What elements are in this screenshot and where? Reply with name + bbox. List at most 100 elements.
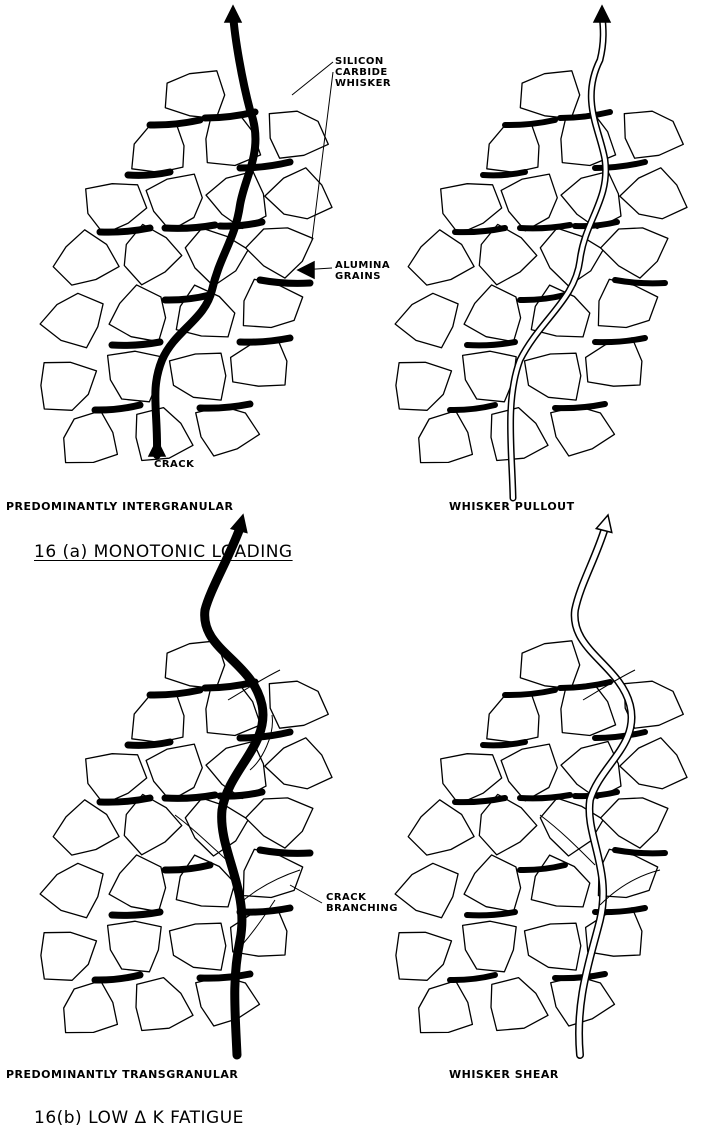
alumina-grain bbox=[109, 285, 166, 342]
whisker-segment bbox=[112, 342, 160, 345]
alumina-grain bbox=[531, 855, 590, 907]
caption-intergranular: PREDOMINANTLY INTERGRANULAR bbox=[6, 500, 234, 513]
whisker-segment bbox=[95, 975, 140, 980]
caption-whisker-shear: WHISKER SHEAR bbox=[449, 1068, 559, 1081]
whisker-segment bbox=[575, 222, 617, 226]
alumina-grain bbox=[624, 111, 683, 158]
whisker-segment bbox=[95, 405, 140, 410]
alumina-grain bbox=[265, 168, 332, 219]
alumina-grain bbox=[491, 978, 548, 1031]
alumina-grain bbox=[396, 932, 452, 980]
alumina-grain bbox=[540, 228, 603, 286]
crack-arrow-icon bbox=[231, 515, 247, 532]
whisker-segment bbox=[450, 405, 495, 410]
leader-line bbox=[312, 72, 333, 240]
alumina-grain bbox=[395, 293, 458, 348]
whisker-segment bbox=[595, 338, 645, 342]
alumina-grain bbox=[501, 174, 557, 231]
alumina-grain bbox=[64, 981, 118, 1033]
alumina-grain bbox=[419, 981, 473, 1033]
label-silicon-carbide-whisker: SILICON CARBIDE WHISKER bbox=[335, 56, 391, 89]
alumina-grain bbox=[463, 921, 517, 972]
whisker-segment bbox=[450, 975, 495, 980]
alumina-grain bbox=[408, 800, 474, 855]
alumina-grain bbox=[265, 738, 332, 789]
alumina-grain bbox=[501, 744, 557, 801]
alumina-grain bbox=[620, 738, 687, 789]
whisker-segment bbox=[467, 342, 515, 345]
whisker-segment bbox=[112, 912, 160, 915]
whisker-segment bbox=[165, 795, 215, 798]
alumina-grain bbox=[586, 338, 642, 386]
whisker-segment bbox=[505, 690, 555, 695]
alumina-grain bbox=[136, 408, 193, 461]
whisker-segment bbox=[128, 172, 170, 175]
whisker-arrow-icon bbox=[596, 515, 612, 532]
whisker-segment bbox=[128, 742, 170, 745]
whisker-segment bbox=[483, 742, 525, 745]
alumina-grain bbox=[136, 978, 193, 1031]
whisker-segment bbox=[260, 280, 310, 283]
whisker-segment bbox=[165, 295, 210, 300]
heading-low-delta-k-fatigue: 16(b) LOW Δ K FATIGUE bbox=[34, 1108, 244, 1128]
whisker-segment bbox=[555, 974, 605, 978]
alumina-grain bbox=[132, 693, 184, 743]
whisker-segment bbox=[220, 222, 262, 226]
whisker-segment bbox=[240, 338, 290, 342]
whisker-segment bbox=[595, 732, 645, 738]
alumina-grain bbox=[146, 744, 202, 801]
alumina-grain bbox=[487, 693, 539, 743]
alumina-grain bbox=[269, 681, 328, 728]
alumina-grain bbox=[601, 228, 668, 278]
alumina-grain bbox=[408, 230, 474, 285]
caption-transgranular: PREDOMINANTLY TRANSGRANULAR bbox=[6, 1068, 238, 1081]
whisker-segment bbox=[165, 225, 215, 228]
alumina-grain bbox=[464, 855, 520, 912]
whisker-segment bbox=[467, 912, 515, 915]
whisker-segment bbox=[200, 404, 250, 408]
whisker-segment bbox=[555, 404, 605, 408]
leader-arrow-icon bbox=[298, 262, 314, 278]
whisker-segment bbox=[520, 225, 570, 228]
whisker-segment bbox=[505, 120, 555, 125]
alumina-grain bbox=[551, 406, 615, 456]
alumina-grain bbox=[170, 353, 226, 400]
whisker-segment bbox=[165, 865, 210, 870]
label-crack-branching: CRACK BRANCHING bbox=[326, 892, 398, 914]
caption-whisker-pullout: WHISKER PULLOUT bbox=[449, 500, 575, 513]
alumina-grain bbox=[441, 754, 502, 804]
alumina-grain bbox=[396, 362, 452, 410]
alumina-grain bbox=[108, 921, 162, 972]
alumina-grain bbox=[525, 923, 581, 970]
alumina-grain bbox=[146, 174, 202, 231]
alumina-grain bbox=[487, 123, 539, 173]
alumina-grain bbox=[53, 230, 119, 285]
whisker-segment bbox=[150, 120, 200, 125]
alumina-grain bbox=[520, 641, 579, 689]
alumina-grain bbox=[620, 168, 687, 219]
panel-b-right bbox=[395, 515, 687, 1055]
alumina-grain bbox=[561, 683, 616, 735]
whisker-segment bbox=[615, 850, 665, 853]
alumina-grain bbox=[132, 123, 184, 173]
alumina-grain bbox=[601, 798, 668, 848]
alumina-grain bbox=[246, 798, 313, 848]
alumina-grain bbox=[86, 754, 147, 804]
whisker-segment bbox=[260, 850, 310, 853]
panel-a-left bbox=[40, 6, 332, 463]
whisker-segment bbox=[150, 690, 200, 695]
alumina-grain bbox=[170, 923, 226, 970]
alumina-grain bbox=[40, 863, 103, 918]
heading-monotonic-loading: 16 (a) MONOTONIC LOADING bbox=[34, 542, 293, 562]
whisker-segment bbox=[615, 280, 665, 283]
alumina-grain bbox=[165, 71, 224, 119]
whisker-segment bbox=[240, 908, 290, 912]
alumina-grain bbox=[464, 285, 520, 342]
leader-line bbox=[292, 62, 333, 95]
alumina-grain bbox=[41, 932, 97, 980]
alumina-grain bbox=[41, 362, 97, 410]
alumina-grain bbox=[64, 411, 118, 463]
alumina-grain bbox=[525, 353, 581, 400]
label-crack: CRACK bbox=[154, 459, 194, 470]
